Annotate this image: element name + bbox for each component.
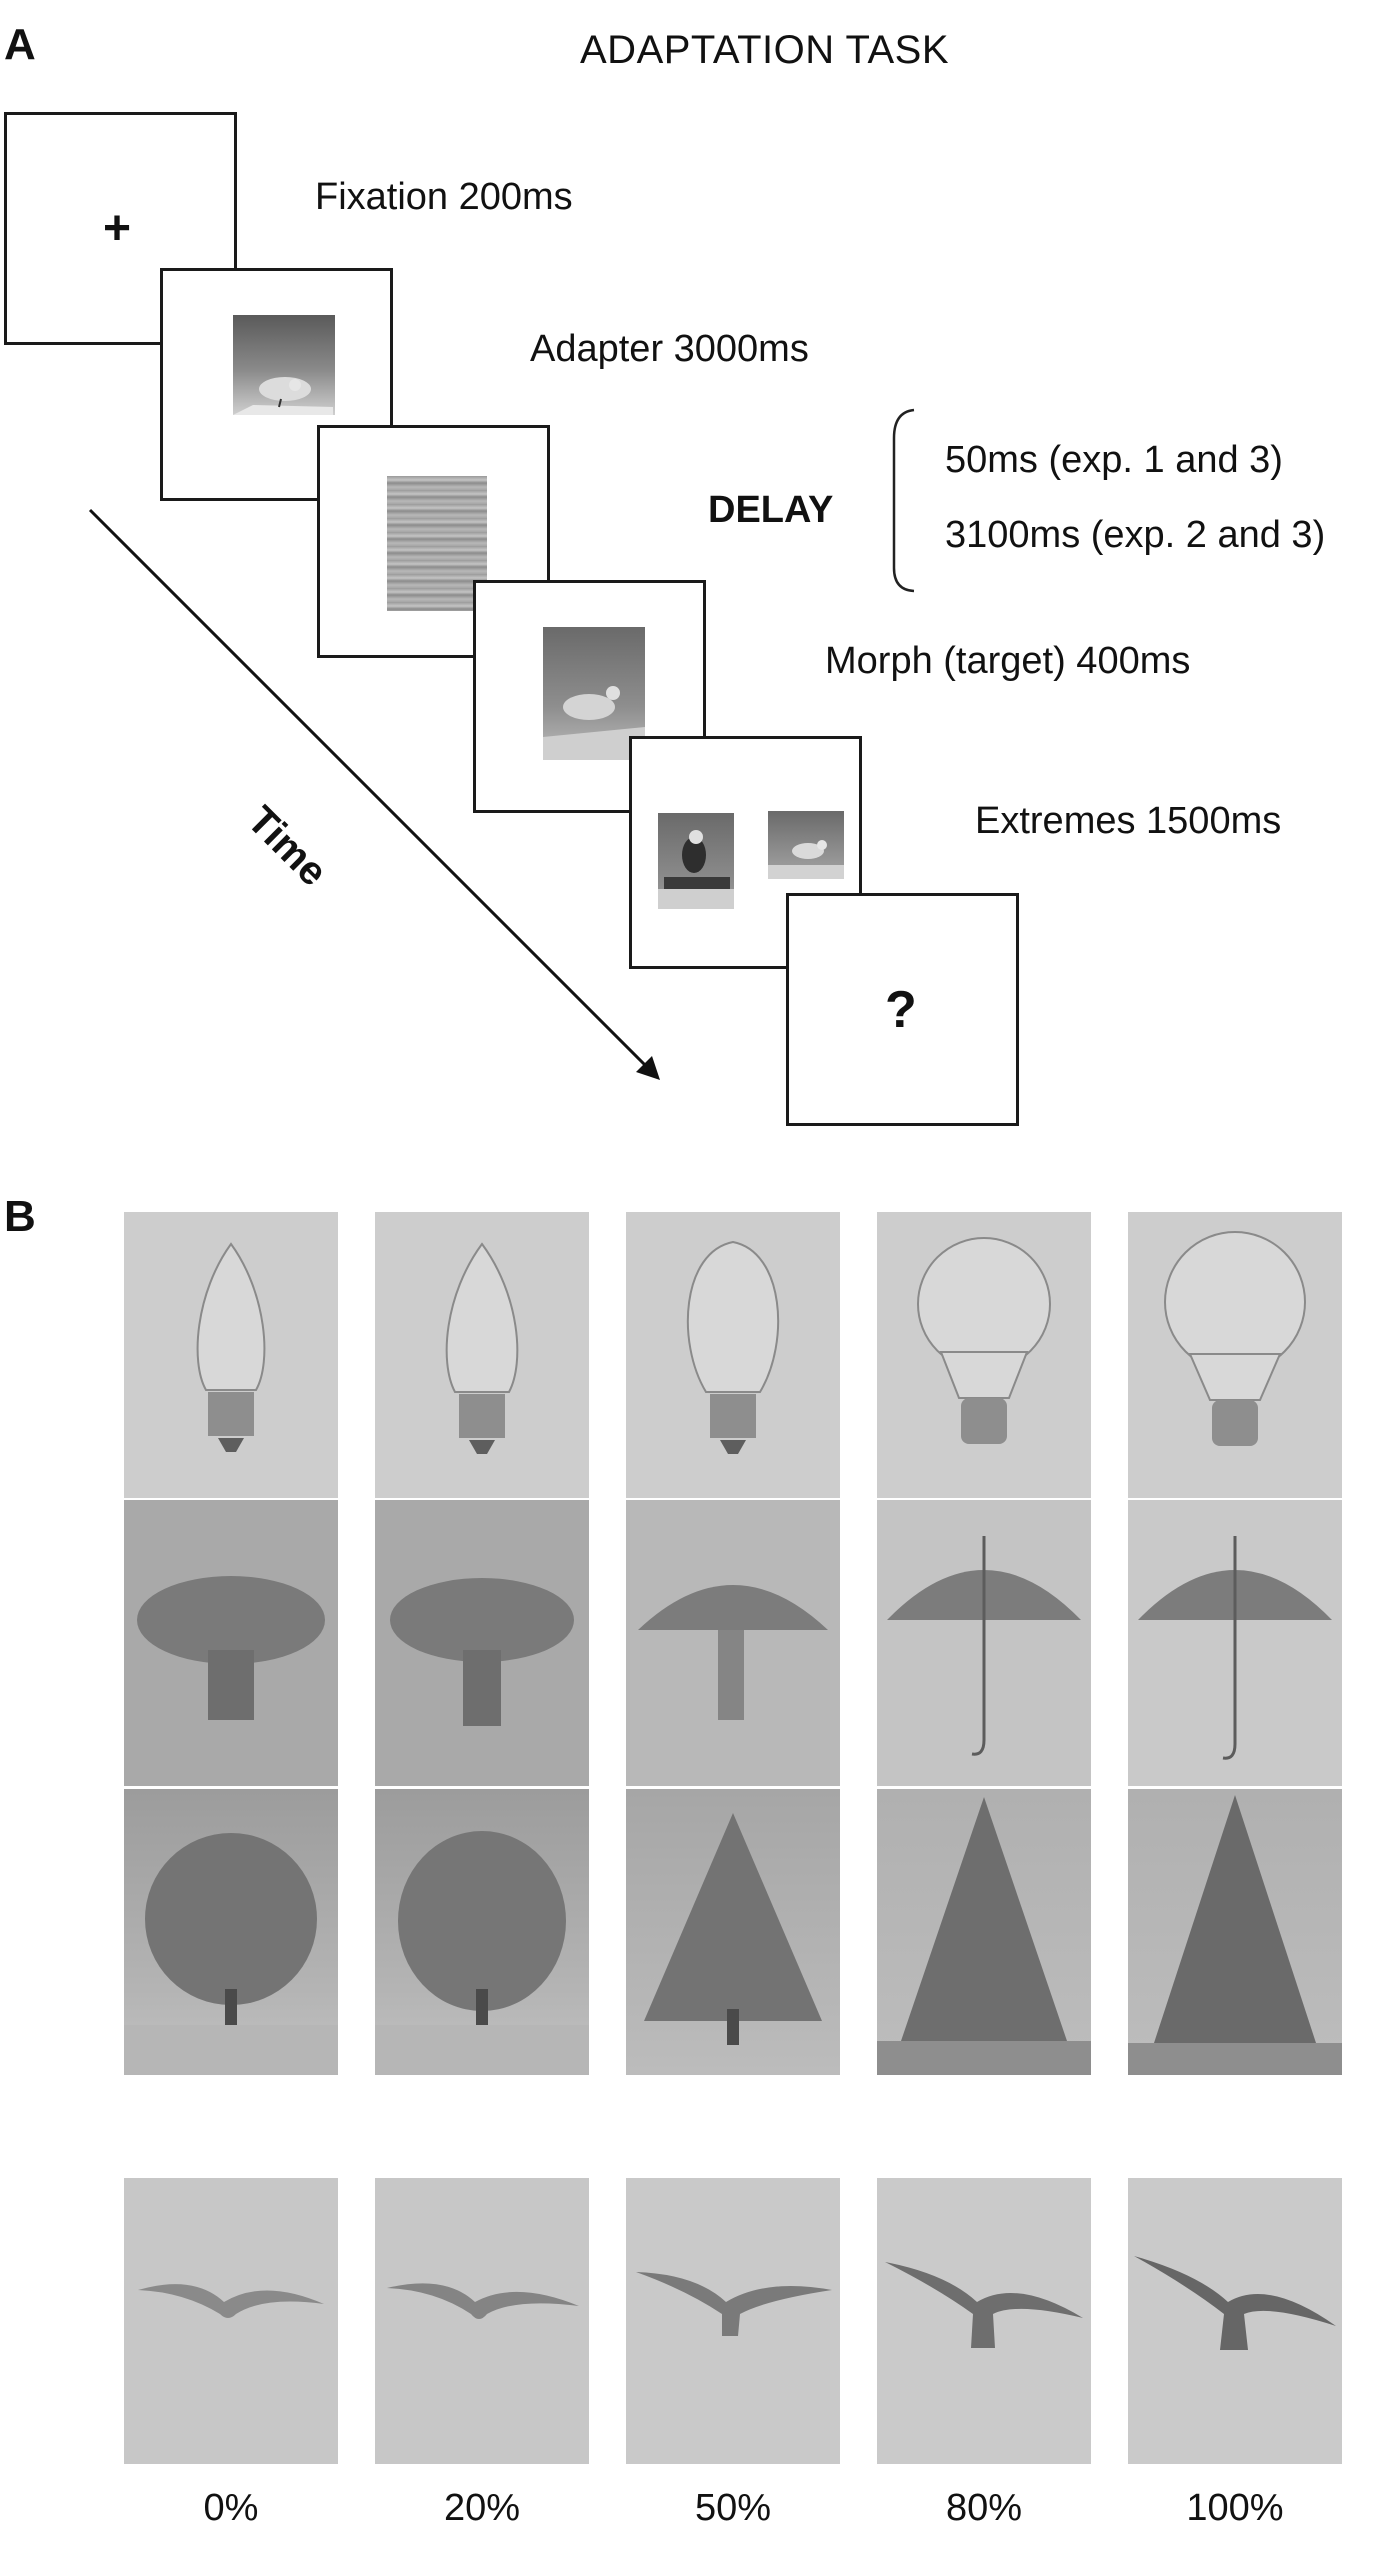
- morph-level-100: 100%: [1186, 2487, 1284, 2529]
- fixation-label: Fixation 200ms: [315, 176, 573, 218]
- bird-morph-100: [1128, 2178, 1342, 2464]
- extremes-label: Extremes 1500ms: [975, 800, 1282, 842]
- tree-morph-0: [124, 1789, 338, 2075]
- bulb-morph-100: [1128, 1212, 1342, 1498]
- adapter-label: Adapter 3000ms: [530, 328, 809, 370]
- bulb-morph-0: [124, 1212, 338, 1498]
- bird-morph-20: [375, 2178, 589, 2464]
- panel-a-title: ADAPTATION TASK: [580, 28, 950, 72]
- morph-bird-image: [543, 627, 645, 760]
- delay-option-2-label: 3100ms (exp. 2 and 3): [945, 514, 1326, 556]
- umbrella-morph-50: [626, 1500, 840, 1786]
- morph-level-0: 0%: [203, 2487, 259, 2529]
- bulb-morph-20: [375, 1212, 589, 1498]
- extreme-left-bird-image: [658, 813, 734, 909]
- tree-morph-100: [1128, 1789, 1342, 2075]
- umbrella-morph-20: [375, 1500, 589, 1786]
- morph-level-80: 80%: [945, 2487, 1023, 2529]
- bird-morph-0: [124, 2178, 338, 2464]
- fixation-cross: +: [103, 202, 132, 255]
- bulb-morph-80: [877, 1212, 1091, 1498]
- umbrella-morph-100: [1128, 1500, 1342, 1786]
- fixation-screen: +: [4, 112, 237, 345]
- morph-level-50: 50%: [694, 2487, 772, 2529]
- tree-morph-20: [375, 1789, 589, 2075]
- response-question-mark: ?: [885, 981, 917, 1039]
- response-screen: ?: [786, 893, 1019, 1126]
- tree-morph-50: [626, 1789, 840, 2075]
- morph-label: Morph (target) 400ms: [825, 640, 1191, 682]
- delay-brace: [892, 408, 915, 593]
- adapter-bird-image: [233, 315, 335, 415]
- tree-morph-80: [877, 1789, 1091, 2075]
- bulb-morph-50: [626, 1212, 840, 1498]
- delay-option-1-label: 50ms (exp. 1 and 3): [945, 439, 1283, 481]
- extreme-right-bird-image: [768, 811, 844, 879]
- umbrella-morph-0: [124, 1500, 338, 1786]
- delay-label: DELAY: [708, 489, 834, 531]
- mask-noise-image: [387, 476, 487, 611]
- time-arrow: [88, 508, 660, 1080]
- panel-a-letter: A: [4, 20, 36, 69]
- umbrella-morph-80: [877, 1500, 1091, 1786]
- bird-morph-80: [877, 2178, 1091, 2464]
- morph-level-20: 20%: [443, 2487, 521, 2529]
- bird-morph-50: [626, 2178, 840, 2464]
- panel-b-letter: B: [4, 1192, 36, 1241]
